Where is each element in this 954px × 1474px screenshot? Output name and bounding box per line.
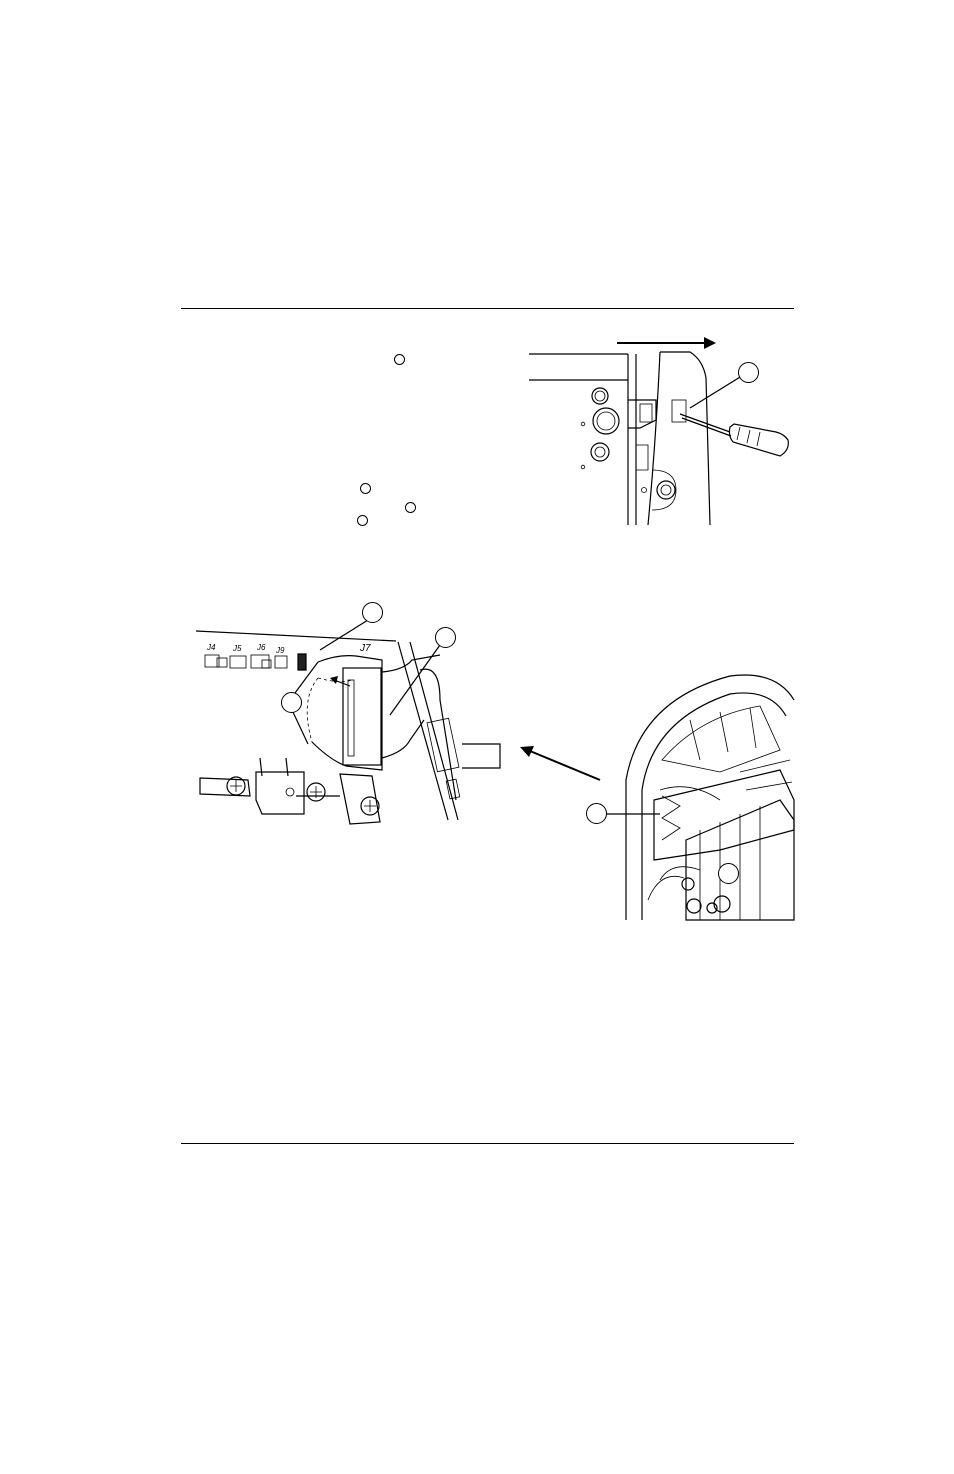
inline-callout-2	[360, 483, 371, 494]
figure-callout-connector	[435, 627, 456, 648]
inline-callout-4	[357, 515, 368, 526]
figure-callout-unit-board	[718, 863, 739, 884]
jumper-label-j4: J4	[207, 643, 216, 652]
figure-callout-1	[738, 362, 759, 383]
header-rule	[181, 308, 794, 309]
connector-label-j7: J7	[360, 643, 371, 654]
jumper-label-j6: J6	[257, 643, 266, 652]
figure-callout-screws	[281, 692, 302, 713]
jumper-label-j5: J5	[233, 644, 242, 653]
figure-callout-unit-cable	[586, 803, 607, 824]
inline-callout-1	[394, 354, 405, 365]
inline-callout-3	[405, 502, 416, 513]
jumper-label-j9: J9	[276, 646, 285, 655]
footer-rule	[181, 1143, 794, 1144]
figure-callout-cable	[362, 602, 383, 623]
